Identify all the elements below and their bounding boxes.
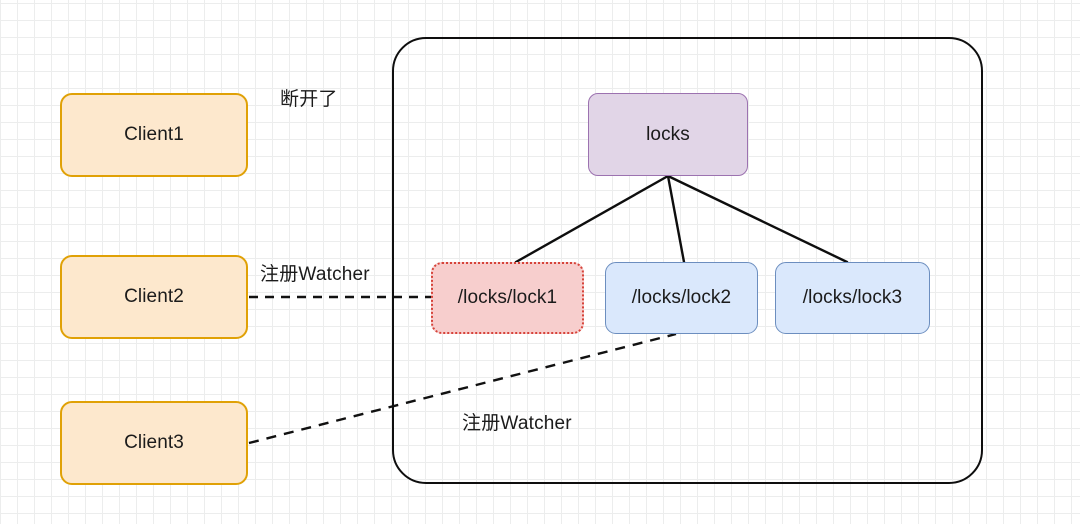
node-locks-root[interactable]: locks [588, 93, 748, 176]
node-lock1-label: /locks/lock1 [457, 287, 558, 308]
node-client3-label: Client3 [124, 432, 184, 453]
annotation-watcher-client2: 注册Watcher [260, 264, 370, 285]
node-client2[interactable]: Client2 [60, 255, 248, 339]
annotation-disconnected: 断开了 [280, 89, 338, 110]
node-locks-root-label: locks [646, 123, 690, 145]
node-lock2[interactable]: /locks/lock2 [605, 262, 758, 334]
node-client3[interactable]: Client3 [60, 401, 248, 485]
annotation-watcher-client3: 注册Watcher [462, 413, 572, 434]
node-lock3-label: /locks/lock3 [802, 287, 903, 308]
node-lock1[interactable]: /locks/lock1 [431, 262, 584, 334]
node-lock2-label: /locks/lock2 [631, 287, 732, 308]
node-client1-label: Client1 [124, 124, 184, 145]
node-lock3[interactable]: /locks/lock3 [775, 262, 930, 334]
node-client1[interactable]: Client1 [60, 93, 248, 177]
zookeeper-container [392, 37, 983, 484]
node-client2-label: Client2 [124, 286, 184, 307]
